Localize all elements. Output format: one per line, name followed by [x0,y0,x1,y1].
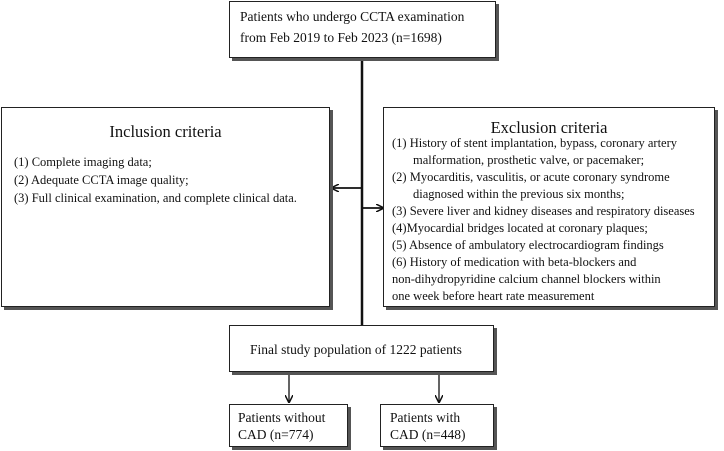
exclusion-box: Exclusion criteria (1) History of stent … [383,107,715,307]
top-box-line1: Patients who undergo CCTA examination [240,9,465,24]
exclusion-line-5: (3) Severe liver and kidney diseases and… [392,204,695,218]
exclusion-line-4: diagnosed within the previous six months… [413,187,625,201]
exclusion-line-7: (5) Absence of ambulatory electrocardiog… [392,238,664,252]
with-cad-line2: CAD (n=448) [390,427,466,442]
inclusion-item-1: (1) Complete imaging data; [14,155,152,169]
inclusion-title: Inclusion criteria [109,122,222,141]
final-population-label: Final study population of 1222 patients [250,342,462,357]
exclusion-line-10: one week before heart rate measurement [392,289,595,303]
without-cad-line1: Patients without [238,410,326,425]
exclusion-line-2: malformation, prosthetic valve, or pacem… [413,153,645,167]
inclusion-box: Inclusion criteria (1) Complete imaging … [1,107,330,307]
exclusion-line-3: (2) Myocarditis, vasculitis, or acute co… [392,170,670,184]
inclusion-item-2: (2) Adequate CCTA image quality; [14,173,189,187]
top-box-line2: from Feb 2019 to Feb 2023 (n=1698) [240,30,442,45]
exclusion-line-1: (1) History of stent implantation, bypas… [392,136,677,150]
exclusion-title: Exclusion criteria [490,118,608,137]
exclusion-line-9: non-dihydropyridine calcium channel bloc… [392,272,661,286]
without-cad-box: Patients without CAD (n=774) [229,404,348,447]
top-box: Patients who undergo CCTA examination fr… [229,1,496,58]
with-cad-line1: Patients with [390,410,461,425]
inclusion-item-3: (3) Full clinical examination, and compl… [14,191,297,205]
final-population-box: Final study population of 1222 patients [229,325,494,372]
without-cad-line2: CAD (n=774) [238,427,314,442]
exclusion-line-6: (4)Myocardial bridges located at coronar… [392,221,648,235]
with-cad-box: Patients with CAD (n=448) [380,404,494,447]
exclusion-line-8: (6) History of medication with beta-bloc… [392,255,637,269]
